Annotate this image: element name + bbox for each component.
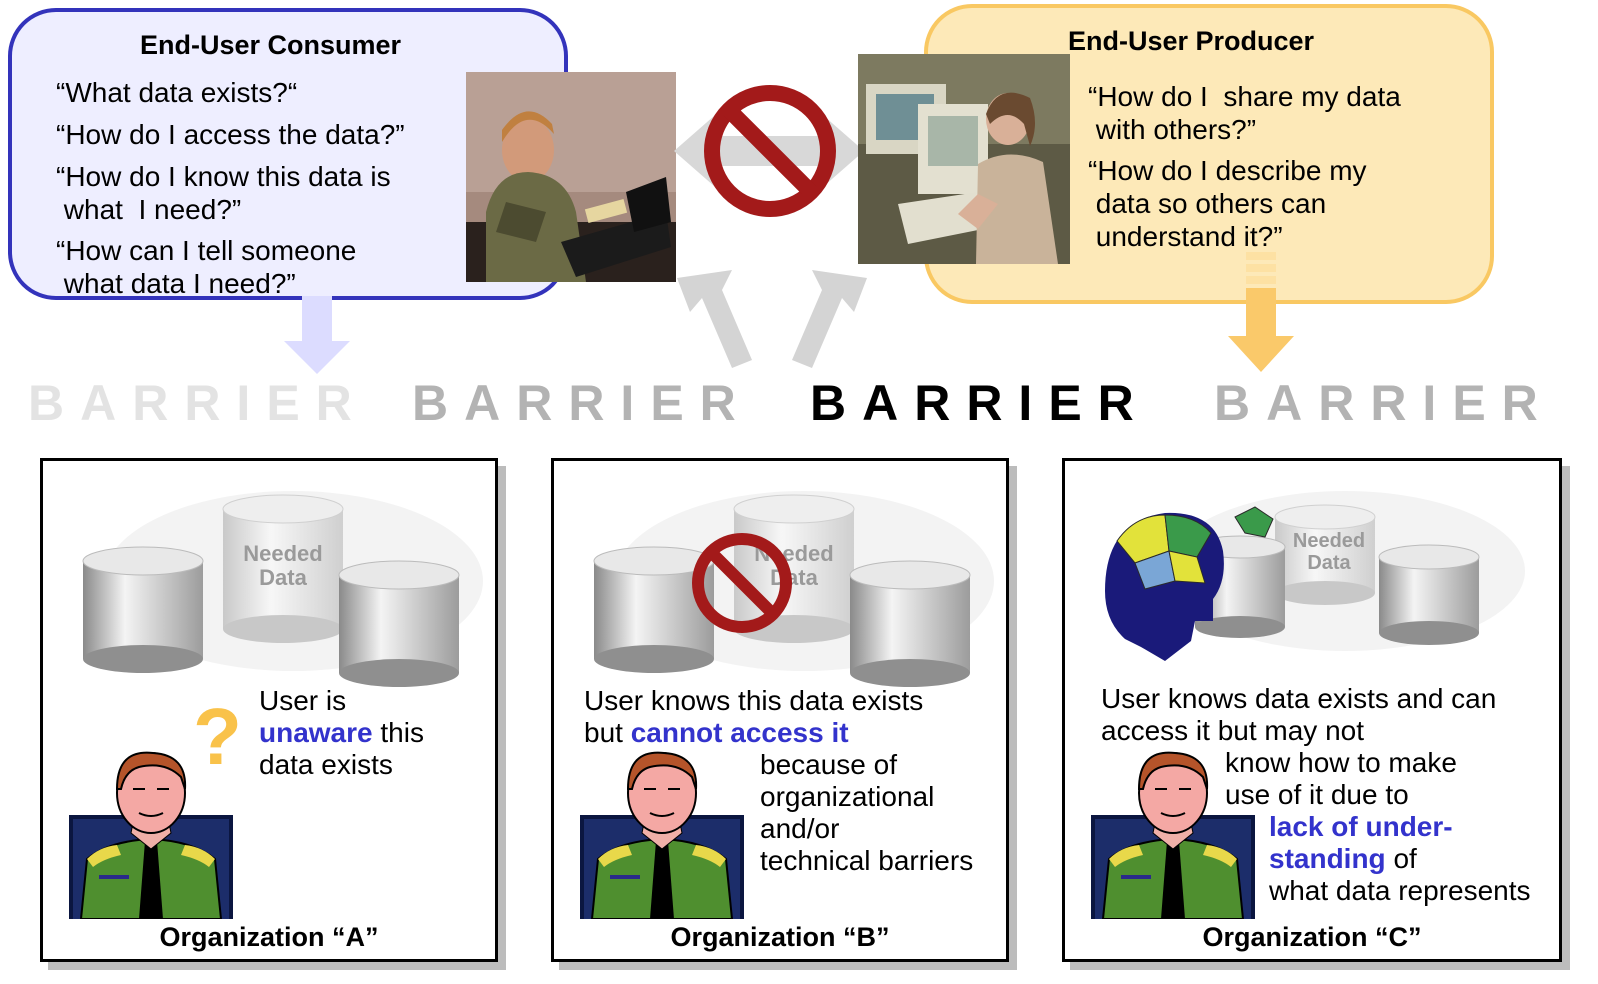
svg-text:Data: Data	[1307, 552, 1351, 574]
panel-c-line2: know how to make use of it due to	[1225, 747, 1457, 810]
consumer-question: “How do I know this data is what I need?…	[56, 161, 391, 225]
user-avatar-icon	[69, 751, 233, 919]
consumer-question: “How can I tell someone what data I need…	[56, 235, 357, 299]
producer-question: “How do I share my data with others?”	[1088, 81, 1401, 145]
question-mark-icon: ?	[193, 692, 242, 781]
panel-organization-c: Needed Data User knows data exists and c…	[1062, 458, 1562, 962]
no-access-icon	[674, 76, 864, 226]
databases-icon: Needed Data	[82, 491, 483, 687]
producer-question: “How do I describe my data so others can…	[1088, 155, 1367, 252]
svg-text:Needed: Needed	[1293, 530, 1365, 552]
highlight-text: standing	[1269, 843, 1386, 874]
databases-icon: Needed Data	[593, 491, 994, 687]
panel-b-text: User knows this data exists but cannot a…	[584, 685, 923, 749]
barrier-label: BARRIER	[412, 375, 752, 431]
panel-organization-a: Needed Data ? User is unaware this data …	[40, 458, 498, 962]
down-arrow-icon	[282, 296, 352, 376]
up-arrows-icon	[672, 270, 872, 380]
user-avatar-icon	[1091, 751, 1255, 919]
panel-a-line: this	[372, 717, 424, 748]
svg-text:Data: Data	[259, 565, 307, 590]
barrier-label: BARRIER	[1214, 375, 1554, 431]
user-avatar-icon	[580, 751, 744, 919]
svg-text:Needed: Needed	[243, 541, 322, 566]
panel-a-line: data exists	[259, 749, 393, 780]
panel-c-highlight: lack of under- standing of what data rep…	[1269, 811, 1531, 907]
down-arrow-icon	[1226, 252, 1296, 374]
organization-label: Organization “A”	[159, 922, 379, 952]
consumer-question: “How do I access the data?”	[56, 119, 405, 150]
organization-label: Organization “C”	[1202, 922, 1422, 952]
highlight-text: cannot access it	[630, 717, 849, 748]
barrier-label: BARRIER	[810, 375, 1150, 431]
highlight-text: unaware	[259, 717, 373, 748]
producer-photo	[858, 54, 1070, 264]
panel-b-rest: because of organizational and/or technic…	[760, 749, 974, 876]
panel-a-line: User is	[259, 685, 347, 716]
producer-title: End-User Producer	[1068, 26, 1315, 56]
panel-organization-b: Needed Data User knows this data exists …	[551, 458, 1009, 962]
barrier-label: BARRIER	[28, 375, 368, 431]
consumer-photo	[466, 72, 676, 282]
consumer-title: End-User Consumer	[140, 30, 402, 60]
organization-label: Organization “B”	[670, 922, 890, 952]
panel-c-text: User knows data exists and can access it…	[1101, 683, 1497, 746]
consumer-question: “What data exists?“	[56, 77, 298, 108]
panel-c-line: what data represents	[1269, 875, 1531, 906]
panel-c-line: of	[1385, 843, 1417, 874]
panel-a-text: User is unaware this data exists	[259, 685, 424, 781]
highlight-text: lack of under-	[1269, 811, 1453, 842]
panel-b-line: but	[584, 717, 631, 748]
panel-b-line: User knows this data exists	[584, 685, 924, 716]
databases-icon: Needed Data	[1105, 491, 1525, 661]
